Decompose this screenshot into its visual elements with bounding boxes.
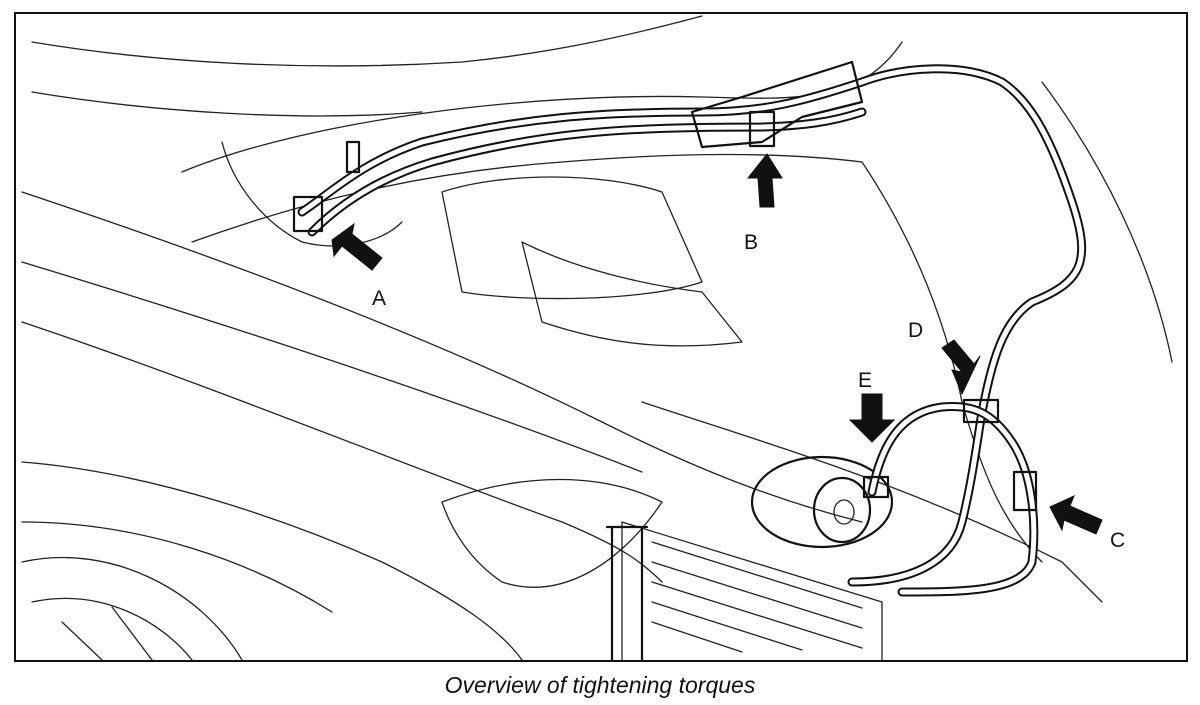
sensor [345,140,361,174]
hood-front-edge [21,321,663,583]
fender-line [21,461,523,660]
fitting-d [962,398,1000,424]
fitting-e [862,475,890,499]
arrow-b [746,153,783,208]
bracket-b [690,60,864,149]
bulkhead [181,41,903,173]
firewall-top [31,15,703,67]
inner-fender-2 [1041,81,1173,363]
fitting-b [748,110,776,148]
hood-crease [21,261,643,473]
label-c: C [1110,529,1126,552]
figure-caption: Overview of tightening torques [444,672,756,698]
compressor-pulley [812,476,872,544]
diagram-frame: A B C D E [14,12,1188,662]
label-e: E [858,369,873,392]
headlight [441,478,663,588]
radiator-fins [651,541,863,653]
compressor-body [750,455,894,549]
label-a: A [372,287,387,310]
wheel-inner [31,597,193,660]
fitting-c [1012,470,1038,512]
arrow-e [848,393,896,443]
fitting-a [292,195,324,233]
receiver-drier [605,525,649,660]
engine-cover-2 [521,241,743,347]
hood-outline [21,191,863,523]
wheel-outer [21,557,243,660]
fender-line-2 [21,521,333,613]
inner-fender [861,161,1043,563]
engine-bay-line-drawing [21,15,1173,660]
label-d: D [908,319,924,342]
engine-cover [441,176,703,300]
firewall-mid [31,91,423,117]
compressor-pulley-hub [833,499,855,525]
label-b: B [744,231,759,254]
front-panel [641,401,1103,603]
arrow-d [941,339,981,396]
wheel-spoke [61,606,153,660]
arrow-c [1049,495,1103,535]
radiator [621,521,883,660]
strut-tower [221,141,403,247]
arrow-a [331,222,383,271]
